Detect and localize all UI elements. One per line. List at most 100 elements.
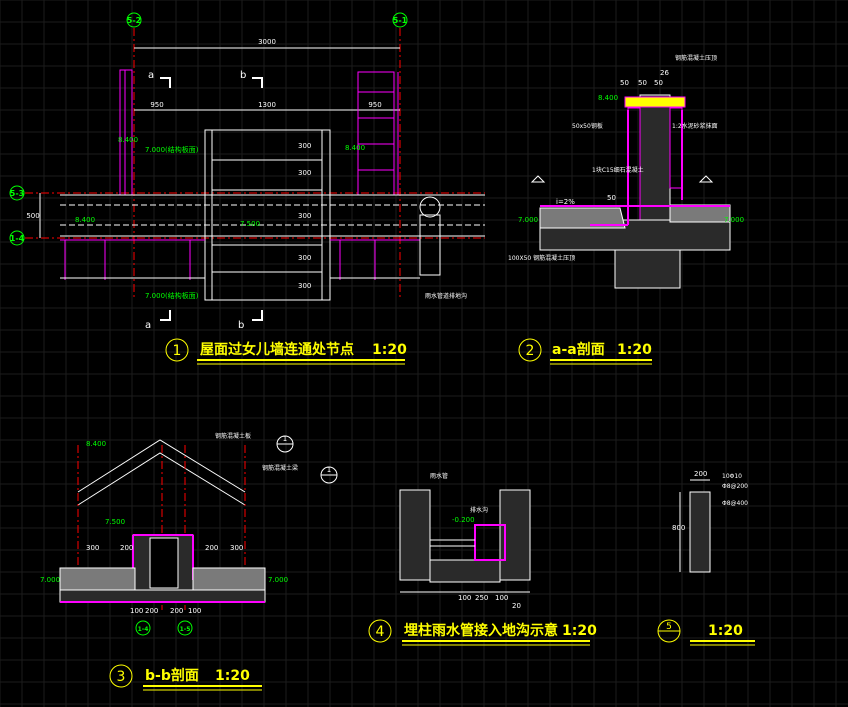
sa-level-3: 7.000 xyxy=(724,216,744,224)
sb-level-2: 7.500 xyxy=(105,518,125,526)
stair-dim-5: 300 xyxy=(298,212,311,220)
stair-dim-1: 300 xyxy=(298,142,311,150)
sa-level-2: 7.000 xyxy=(518,216,538,224)
sb-dim-3: 200 xyxy=(205,544,218,552)
dim-seg-3: 950 xyxy=(368,101,381,109)
sb-axis-2: 1-5 xyxy=(180,626,191,633)
sa-note-4: 1:2水泥砂浆抹面 xyxy=(672,122,718,130)
sb-dim-2: 200 xyxy=(120,544,133,552)
sb-dim-8: 100 xyxy=(188,607,201,615)
sb-note-1: 钢筋混凝土板 xyxy=(215,432,251,440)
detail-1-title: 1 屋面过女儿墙连通处节点 1:20 xyxy=(165,338,407,365)
axis-bubble-5-3 xyxy=(9,185,25,201)
s5-dim-2: 800 xyxy=(672,524,685,532)
detail-3-number: 3 xyxy=(117,669,126,685)
detail-4-scale: 1:20 xyxy=(562,623,597,639)
dim-seg-2: 1300 xyxy=(258,101,276,109)
sa-dim-4: 50 xyxy=(607,194,616,202)
s4-level: -0.200 xyxy=(452,516,475,524)
dim-left: 500 xyxy=(26,212,39,220)
detail-5-number: 5 xyxy=(666,622,672,632)
sb-dim-1: 300 xyxy=(86,544,99,552)
s4-dim-4: 20 xyxy=(512,602,521,610)
detail-1-text: 5-2 5-1 5-3 1-4 3000 950 1300 950 500 a … xyxy=(10,16,467,331)
stair-dim-2: 300 xyxy=(298,169,311,177)
detail-2-title-text: a-a剖面 xyxy=(552,341,605,358)
axis-label-5-3: 5-3 xyxy=(10,189,24,198)
sa-note-3: 1块C15细石混凝土 xyxy=(592,166,644,174)
sb-ref-2: 1 xyxy=(327,466,331,474)
bb-axis-bubble-2 xyxy=(177,620,193,636)
sa-dim-2: 50 xyxy=(638,79,647,87)
sa-dim-5: 26 xyxy=(660,69,669,77)
level-3: 8.400 xyxy=(345,144,365,152)
section-mark-a-bottom: a xyxy=(145,320,151,331)
s5-note-1: 10Φ10 xyxy=(722,473,742,480)
detail-2-scale: 1:20 xyxy=(617,342,652,358)
s5-dim-1: 200 xyxy=(694,470,707,478)
detail-4-number: 4 xyxy=(376,624,385,640)
sb-level-3: 7.000 xyxy=(40,576,60,584)
detail-1-title-text: 屋面过女儿墙连通处节点 xyxy=(200,341,354,358)
dim-total: 3000 xyxy=(258,38,276,46)
section-mark-a-top: a xyxy=(148,70,154,81)
detail-2-section xyxy=(530,94,731,289)
sb-dim-6: 200 xyxy=(145,607,158,615)
sb-note-2: 钢筋混凝土梁 xyxy=(262,464,298,472)
s4-note-1: 雨水管 xyxy=(430,472,448,480)
sb-dim-7: 200 xyxy=(170,607,183,615)
level-1: 8.400 xyxy=(118,136,138,144)
sa-note-1: 50x50钢板 xyxy=(572,122,603,130)
axis-bubble-5-1 xyxy=(392,12,408,28)
s5-note-2: Φ8@200 xyxy=(722,483,748,490)
sb-axis-1: 1-4 xyxy=(138,626,149,633)
section-mark-b-top: b xyxy=(240,70,246,81)
detail-1-plan xyxy=(9,12,485,321)
detail-5-scale: 1:20 xyxy=(708,623,743,639)
sb-ref-1: 1 xyxy=(283,435,287,443)
detail-2-number: 2 xyxy=(526,343,535,359)
s4-dim-3: 100 xyxy=(495,594,508,602)
sb-dim-4: 300 xyxy=(230,544,243,552)
level-4: 7.500 xyxy=(240,220,260,228)
axis-bubble-1-4 xyxy=(9,230,25,246)
sa-slope: i=2% xyxy=(556,198,575,206)
detail-3-text: 8.400 7.500 7.000 7.000 300 200 200 300 … xyxy=(40,432,331,633)
sb-level-1: 8.400 xyxy=(86,440,106,448)
level-2: 7.000(结构板面) xyxy=(145,145,199,154)
dim-seg-1: 950 xyxy=(150,101,163,109)
detail-5-title: 5 1:20 xyxy=(657,619,755,646)
sb-level-4: 7.000 xyxy=(268,576,288,584)
level-6: 7.000(结构板面) xyxy=(145,291,199,300)
plan-note: 雨水管道排地沟 xyxy=(425,292,467,300)
detail-5-text: 200 800 10Φ10 Φ8@200 Φ8@400 xyxy=(672,470,748,532)
s4-note-2: 排水沟 xyxy=(470,506,488,514)
sb-dim-5: 100 xyxy=(130,607,143,615)
detail-3-title: 3 b-b剖面 1:20 xyxy=(109,664,262,691)
detail-1-scale: 1:20 xyxy=(372,342,407,358)
axis-label-1-4: 1-4 xyxy=(10,234,25,243)
detail-4-text: -0.200 100 250 100 20 雨水管 排水沟 xyxy=(430,472,521,610)
level-5: 8.400 xyxy=(75,216,95,224)
sa-note-5: 100X50 钢筋混凝土压顶 xyxy=(508,254,575,262)
s4-dim-1: 100 xyxy=(458,594,471,602)
detail-5-section xyxy=(679,479,711,573)
detail-3-scale: 1:20 xyxy=(215,668,250,684)
sa-note-2: 钢筋混凝土压顶 xyxy=(675,54,717,62)
stair-dim-4: 300 xyxy=(298,282,311,290)
sa-dim-1: 50 xyxy=(620,79,629,87)
axis-bubble-5-2 xyxy=(126,12,142,28)
detail-4-title-text: 埋柱雨水管接入地沟示意 xyxy=(404,622,558,639)
section-mark-b-bottom: b xyxy=(238,320,244,331)
detail-4-title: 4 埋柱雨水管接入地沟示意 1:20 xyxy=(368,619,597,646)
detail-3-title-text: b-b剖面 xyxy=(145,667,199,684)
detail-3-section xyxy=(59,435,338,636)
stair-dim-3: 300 xyxy=(298,254,311,262)
sa-level-1: 8.400 xyxy=(598,94,618,102)
detail-2-text: 8.400 7.000 7.000 50 50 50 50 26 50x50钢板… xyxy=(508,54,744,262)
detail-1-number: 1 xyxy=(173,343,182,359)
axis-label-5-1: 5-1 xyxy=(393,16,408,25)
s4-dim-2: 250 xyxy=(475,594,488,602)
axis-label-5-2: 5-2 xyxy=(127,16,141,25)
s5-note-3: Φ8@400 xyxy=(722,500,748,507)
